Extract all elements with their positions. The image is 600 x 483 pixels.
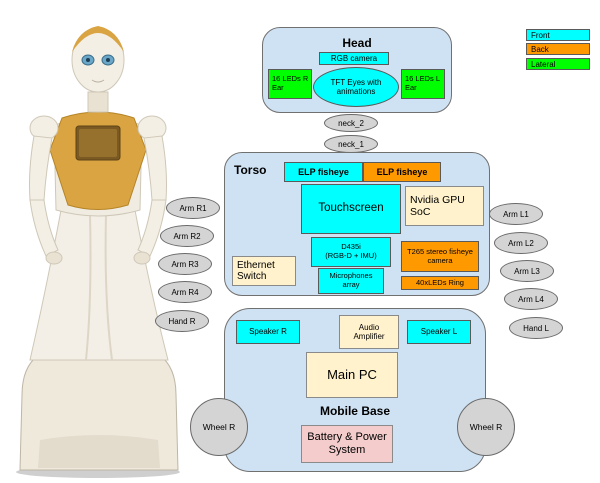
d435i-subtitle: (RGB-D + IMU) bbox=[325, 251, 377, 260]
neck-1: neck_1 bbox=[324, 135, 378, 153]
leds-l-ear-label: 16 LEDs L Ear bbox=[405, 74, 440, 92]
wheel-r-left: Wheel R bbox=[190, 398, 248, 456]
hand-r: Hand R bbox=[155, 310, 209, 332]
t265-camera-label: T265 stereo fisheye camera bbox=[407, 246, 473, 265]
leds-l-ear: 16 LEDs L Ear bbox=[401, 69, 445, 99]
elp-fisheye-back: ELP fisheye bbox=[363, 162, 441, 182]
arm-r4: Arm R4 bbox=[158, 281, 212, 303]
hand-l: Hand L bbox=[509, 317, 563, 339]
ethernet-switch-label: Ethernet Switch bbox=[237, 259, 275, 283]
robot-photo bbox=[16, 26, 180, 478]
legend-front: Front bbox=[526, 29, 590, 41]
arm-l1: Arm L1 bbox=[489, 203, 543, 225]
leds-r-ear: 16 LEDs R Ear bbox=[268, 69, 312, 99]
microphones-array: Microphones array bbox=[318, 268, 384, 294]
arm-l2: Arm L2 bbox=[494, 232, 548, 254]
speaker-l: Speaker L bbox=[407, 320, 471, 344]
audio-amplifier-label: Audio Amplifier bbox=[353, 322, 385, 341]
microphones-array-label: Microphones array bbox=[329, 271, 373, 289]
rgb-camera: RGB camera bbox=[319, 52, 389, 65]
arm-l3: Arm L3 bbox=[500, 260, 554, 282]
main-pc: Main PC bbox=[306, 352, 398, 398]
tft-eyes: TFT Eyes with animations bbox=[313, 67, 399, 107]
tft-eyes-label: TFT Eyes with animations bbox=[330, 77, 382, 96]
leds-r-ear-label: 16 LEDs R Ear bbox=[272, 74, 309, 92]
legend-lateral: Lateral bbox=[526, 58, 590, 70]
d435i-title: D435i bbox=[341, 242, 361, 252]
battery-power-system: Battery & Power System bbox=[301, 425, 393, 463]
wheel-r-right: Wheel R bbox=[457, 398, 515, 456]
audio-amplifier: Audio Amplifier bbox=[339, 315, 399, 349]
arm-l4: Arm L4 bbox=[504, 288, 558, 310]
d435i-camera: D435i (RGB-D + IMU) bbox=[311, 237, 391, 267]
legend-back: Back bbox=[526, 43, 590, 55]
t265-camera: T265 stereo fisheye camera bbox=[401, 241, 479, 272]
neck-2: neck_2 bbox=[324, 114, 378, 132]
mobile-base-title: Mobile Base bbox=[319, 404, 391, 418]
arm-r2: Arm R2 bbox=[160, 225, 214, 247]
speaker-r: Speaker R bbox=[236, 320, 300, 344]
battery-power-system-label: Battery & Power System bbox=[307, 431, 387, 456]
arm-r1: Arm R1 bbox=[166, 197, 220, 219]
led-ring: 40xLEDs Ring bbox=[401, 276, 479, 290]
ethernet-switch: Ethernet Switch bbox=[232, 256, 296, 286]
head-title: Head bbox=[342, 36, 372, 50]
nvidia-gpu-soc: Nvidia GPU SoC bbox=[405, 186, 484, 226]
torso-title: Torso bbox=[234, 163, 267, 177]
nvidia-gpu-soc-label: Nvidia GPU SoC bbox=[410, 193, 465, 218]
arm-r3: Arm R3 bbox=[158, 253, 212, 275]
touchscreen: Touchscreen bbox=[301, 184, 401, 234]
elp-fisheye-front: ELP fisheye bbox=[284, 162, 363, 182]
